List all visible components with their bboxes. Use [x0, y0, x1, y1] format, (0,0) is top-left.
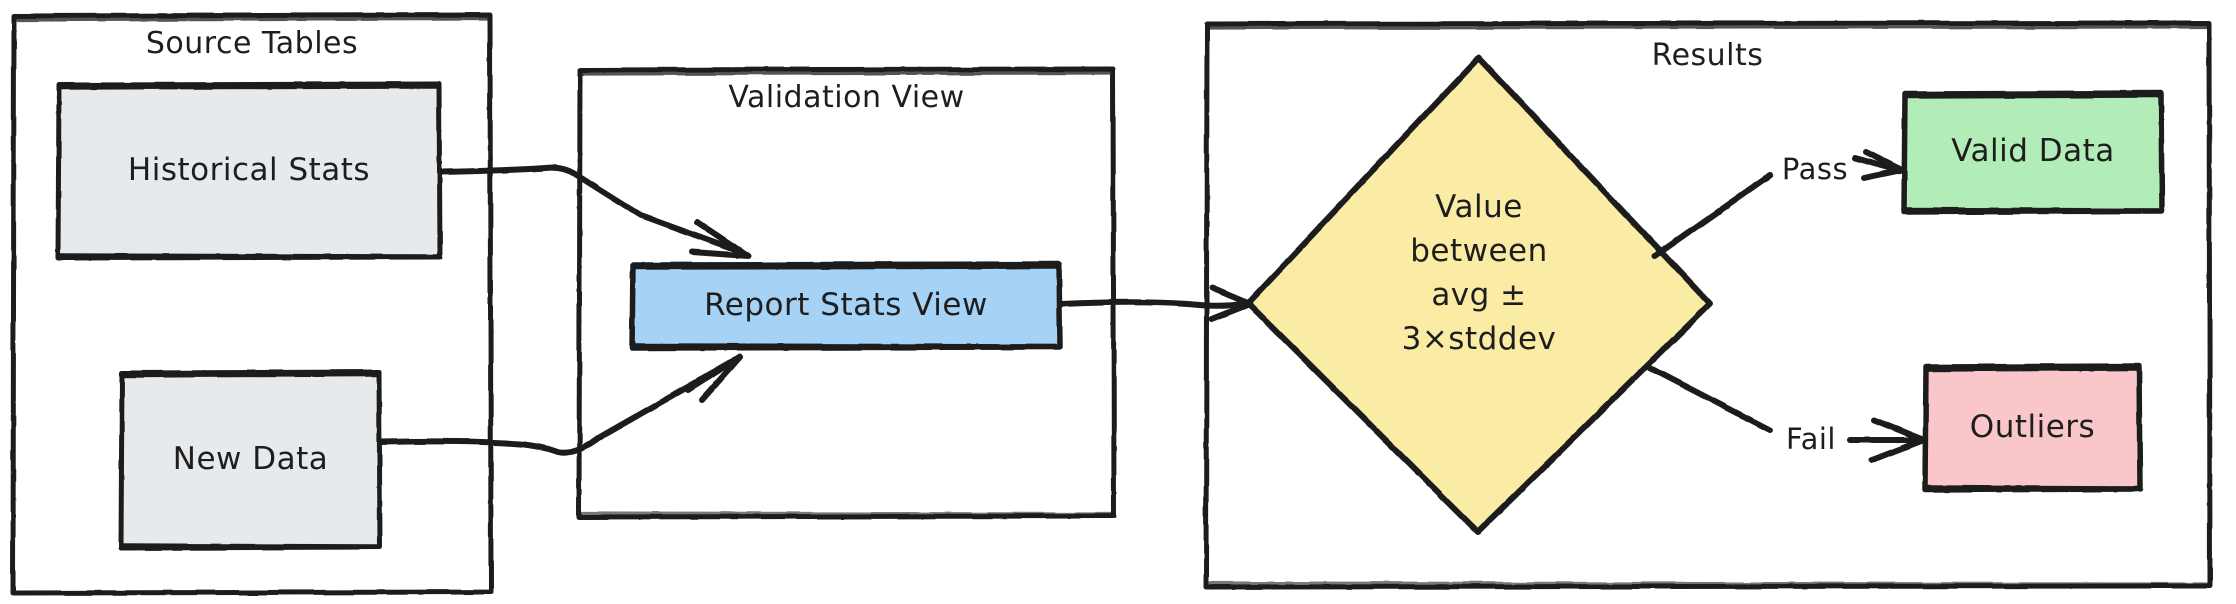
- container-validation-view-frame: [576, 66, 1117, 520]
- node-historical-stats[interactable]: [58, 83, 440, 259]
- edge-decision-pass: [1652, 149, 1905, 259]
- node-report-stats-view[interactable]: [632, 263, 1060, 349]
- node-validation-decision[interactable]: [1248, 58, 1710, 532]
- container-results-frame: [1203, 20, 2213, 590]
- node-outliers[interactable]: [1925, 365, 2140, 490]
- node-historical-stats-shape: [55, 81, 443, 261]
- node-outliers-shape: [1922, 363, 2143, 493]
- node-new-data[interactable]: [121, 371, 380, 549]
- node-report-stats-view-shape: [629, 261, 1063, 351]
- node-new-data-shape: [118, 369, 383, 551]
- edge-historical-to-report: [438, 164, 751, 259]
- edge-newdata-to-report: [378, 354, 743, 456]
- container-source-tables-frame: [10, 12, 494, 596]
- edge-report-to-decision: [1059, 285, 1253, 322]
- node-valid-data[interactable]: [1904, 92, 2162, 212]
- node-valid-data-shape: [1901, 90, 2165, 215]
- edge-decision-fail: [1645, 364, 1927, 463]
- node-validation-decision-shape: [1245, 55, 1713, 535]
